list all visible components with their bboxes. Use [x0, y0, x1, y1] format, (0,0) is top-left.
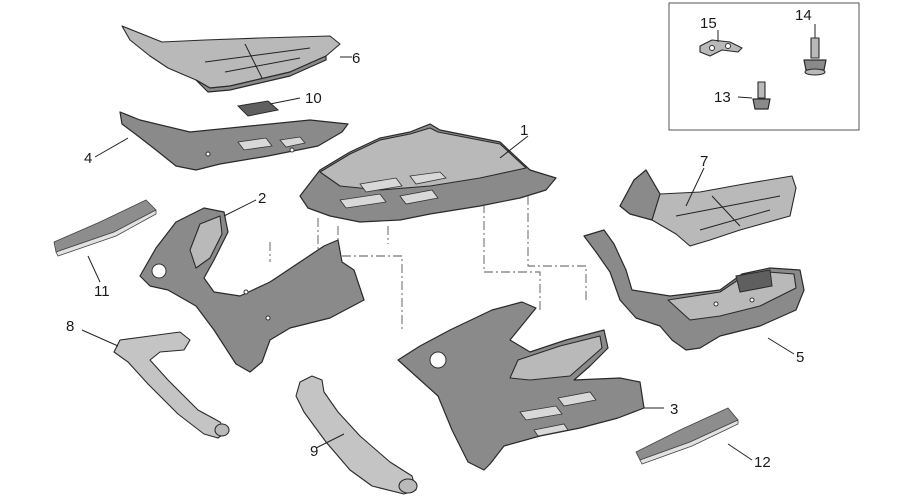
part-11-left-strip: [53, 199, 157, 283]
callout-3: 3: [670, 401, 678, 418]
part-1-main-floor: [299, 123, 557, 223]
callout-15: 15: [700, 15, 717, 32]
callout-9: 9: [310, 443, 318, 460]
part-2-left-side-panel: [139, 199, 365, 373]
callout-13: 13: [714, 89, 731, 106]
callout-11: 11: [94, 283, 110, 300]
part-14-bolt: [803, 24, 827, 76]
part-3-front-lower-panel: [397, 301, 664, 471]
part-6-floor-plate: [121, 25, 352, 93]
part-7-right-floor-plate: [619, 167, 797, 247]
part-4-under-tray: [94, 111, 349, 171]
callout-14: 14: [795, 7, 812, 24]
part-13-bolt: [737, 81, 771, 110]
callout-10: 10: [305, 90, 322, 107]
callout-2: 2: [258, 190, 266, 207]
part-10-pad: [236, 97, 301, 117]
part-15-clip: [699, 30, 743, 57]
part-9-center-tube: [295, 375, 418, 495]
callout-8: 8: [66, 318, 74, 335]
part-12-right-strip: [635, 407, 753, 465]
part-8-left-tube: [81, 329, 230, 439]
callout-12: 12: [754, 454, 771, 471]
callout-5: 5: [796, 349, 804, 366]
callout-4: 4: [84, 150, 92, 167]
callout-7: 7: [700, 153, 708, 170]
callout-1: 1: [520, 122, 528, 139]
callout-6: 6: [352, 50, 360, 67]
hardware-inset: [668, 2, 860, 131]
part-5-right-side-tray: [583, 229, 805, 355]
inset-frame: [668, 2, 860, 131]
